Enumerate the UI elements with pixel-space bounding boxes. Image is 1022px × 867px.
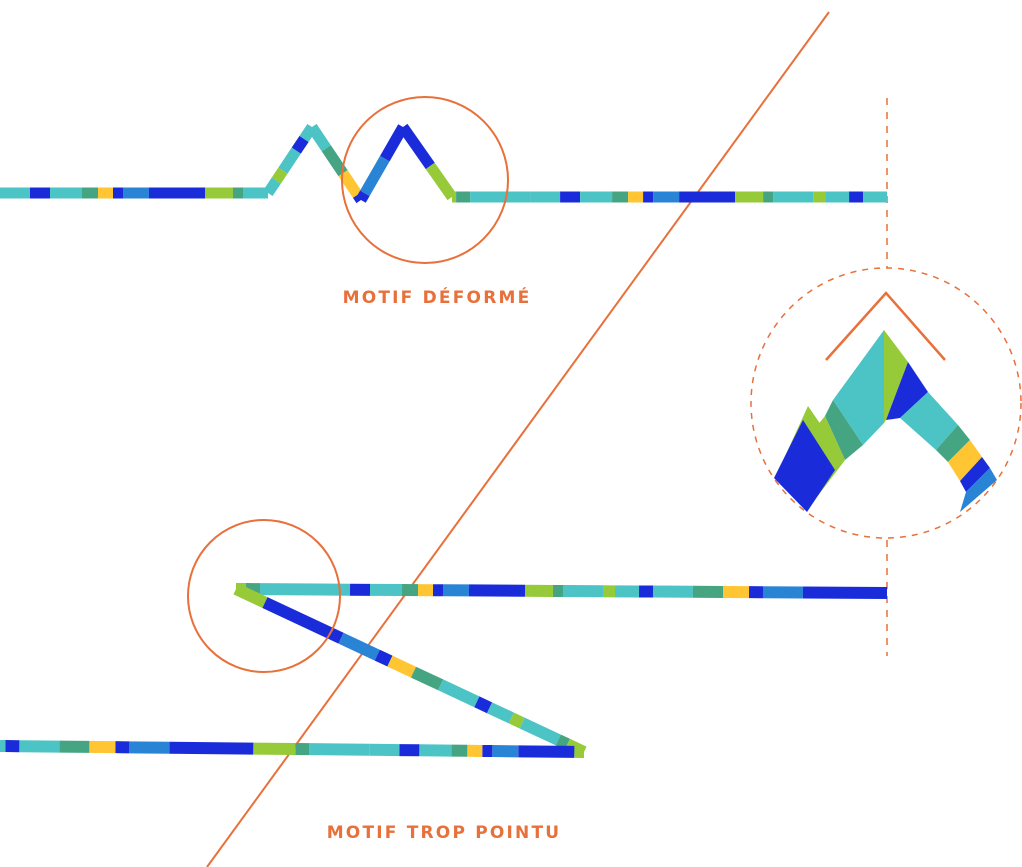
stripe-segment: [413, 672, 440, 685]
stripe-segment: [312, 127, 326, 148]
stripe-segment: [343, 173, 357, 195]
stripe-segment: [803, 592, 887, 593]
stripe-segment: [477, 702, 490, 708]
stripe-segment: [365, 159, 385, 194]
stripe-segment: [403, 127, 430, 166]
stripe-segment: [309, 749, 369, 750]
stripe-segment: [390, 661, 414, 672]
stripe-segment: [268, 181, 276, 193]
stripe-segment: [169, 748, 253, 749]
bottom-caption: MOTIF TROP POINTU: [327, 823, 562, 843]
stripe-segment: [283, 151, 296, 171]
stripe-segment: [490, 708, 512, 718]
stripe-segment: [558, 740, 567, 744]
stripe-segment: [522, 723, 558, 740]
stripe-segment: [377, 655, 390, 661]
deformed-motif-stripe: [0, 127, 887, 200]
top-caption: MOTIF DÉFORMÉ: [343, 286, 532, 308]
stripe-segment: [511, 718, 522, 723]
stripe-segment: [430, 166, 452, 197]
sharp-motif-stripe: [0, 589, 887, 752]
zoomed-peak-detail: [774, 330, 997, 512]
stripe-segment: [326, 148, 343, 173]
stripe-segment: [441, 685, 477, 702]
stripe-segment: [361, 193, 365, 200]
stripe-segment: [276, 171, 283, 181]
stripe-segment: [296, 139, 304, 151]
stripe-segment: [518, 751, 574, 752]
